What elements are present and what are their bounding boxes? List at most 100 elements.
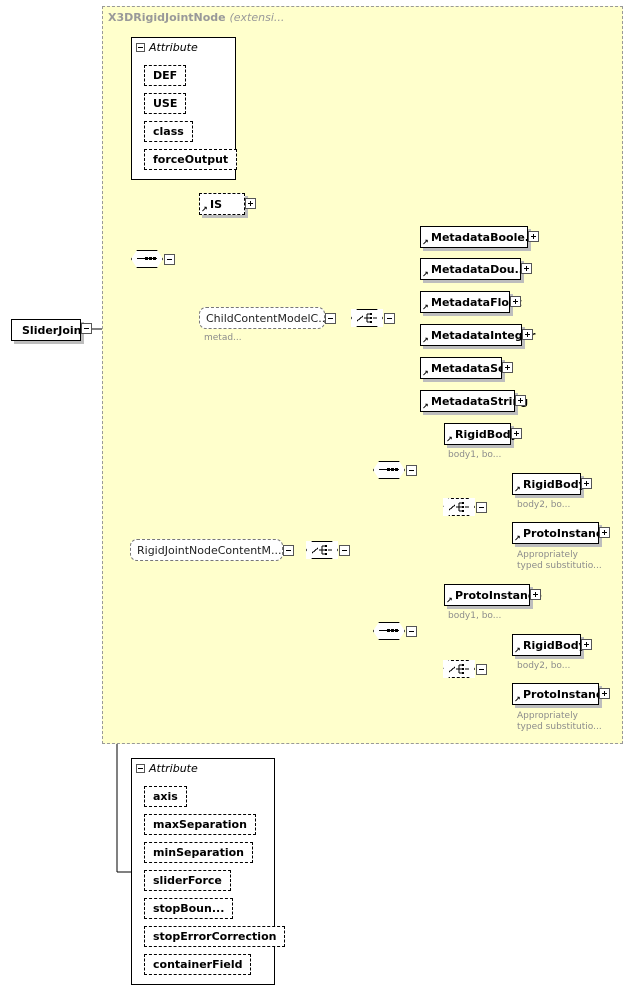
choice-compositor-icon[interactable] <box>351 309 383 327</box>
expand-icon[interactable] <box>599 688 610 699</box>
attribute-group-1-title: Attribute <box>149 41 198 54</box>
extension-suffix: (extensi... <box>229 11 285 24</box>
element-rigid-body-body2[interactable]: ↗RigidBody <box>512 473 586 495</box>
metadata-double-label: MetadataDou... <box>431 263 528 276</box>
branch-a-first-annotation: body1, bo... <box>448 450 502 460</box>
attribute-axis-label: axis <box>153 790 178 803</box>
collapse-icon[interactable] <box>81 323 92 334</box>
sequence-compositor-icon[interactable] <box>373 461 405 479</box>
expand-icon[interactable] <box>581 639 592 650</box>
expand-icon[interactable] <box>528 231 539 242</box>
group-child-content-model[interactable]: ChildContentModelC... <box>199 307 329 329</box>
sequence-compositor-icon[interactable] <box>373 622 405 640</box>
reference-arrow-icon: ↗ <box>422 402 429 411</box>
collapse-icon[interactable] <box>325 313 336 324</box>
expand-icon[interactable] <box>522 329 533 340</box>
attribute-use[interactable]: USE <box>144 93 187 114</box>
element-rigid-body-body1[interactable]: ↗RigidBody <box>444 423 518 445</box>
element-proto-instance-body1[interactable]: ↗ProtoInstance <box>444 584 542 606</box>
branch-b-first-annotation: body1, bo... <box>448 611 502 621</box>
branch-a-rigid-annotation: body2, bo... <box>517 500 571 510</box>
collapse-icon[interactable] <box>406 626 417 637</box>
branch-b-rigid-annotation: body2, bo... <box>517 661 571 671</box>
element-metadata-string[interactable]: ↗MetadataString <box>420 390 528 412</box>
element-metadata-set[interactable]: ↗MetadataSet <box>420 357 511 379</box>
attribute-class[interactable]: class <box>144 121 193 142</box>
expand-icon[interactable] <box>581 478 592 489</box>
branch-a-proto-annotation-1: Appropriately <box>517 550 578 560</box>
reference-arrow-icon: ↗ <box>422 238 429 247</box>
expand-icon[interactable] <box>510 296 521 307</box>
choice-compositor-icon[interactable] <box>443 498 475 516</box>
expand-icon[interactable] <box>245 198 256 209</box>
collapse-icon[interactable] <box>283 545 294 556</box>
reference-arrow-icon: ↗ <box>514 695 521 704</box>
branch-a-first-label: RigidBody <box>455 428 518 441</box>
expand-icon[interactable] <box>530 589 541 600</box>
sequence-compositor-icon[interactable] <box>131 250 163 268</box>
attribute-slider-force[interactable]: sliderForce <box>144 870 231 891</box>
collapse-icon[interactable] <box>406 465 417 476</box>
rigid-content-label: RigidJointNodeContentM... <box>137 544 282 557</box>
attribute-class-label: class <box>153 125 184 138</box>
reference-arrow-icon: ↗ <box>422 369 429 378</box>
reference-arrow-icon: ↗ <box>514 485 521 494</box>
collapse-icon[interactable] <box>164 254 175 265</box>
attribute-min-separation[interactable]: minSeparation <box>144 842 254 863</box>
attribute-stop-bounce[interactable]: stopBoun... <box>144 898 234 919</box>
collapse-icon[interactable] <box>384 313 395 324</box>
branch-b-proto-annotation-1: Appropriately <box>517 711 578 721</box>
choice-compositor-icon[interactable] <box>443 660 475 678</box>
attribute-stop-bounce-label: stopBoun... <box>153 902 225 915</box>
attribute-slider-force-label: sliderForce <box>153 874 222 887</box>
collapse-icon[interactable] <box>339 545 350 556</box>
reference-arrow-icon: ↗ <box>201 205 208 214</box>
collapse-icon[interactable] <box>476 502 487 513</box>
attribute-max-separation[interactable]: maxSeparation <box>144 814 256 835</box>
element-is-label: IS <box>210 198 223 211</box>
element-metadata-float[interactable]: ↗MetadataFloat <box>420 291 522 313</box>
expand-icon[interactable] <box>515 395 526 406</box>
attribute-stop-error-correction-label: stopErrorCorrection <box>153 930 277 943</box>
attribute-group-2-header[interactable]: Attribute <box>136 762 198 775</box>
reference-arrow-icon: ↗ <box>422 303 429 312</box>
element-rigid-body-body2[interactable]: ↗RigidBody <box>512 634 586 656</box>
element-metadata-double[interactable]: ↗MetadataDou... <box>420 258 527 280</box>
child-content-label: ChildContentModelC... <box>206 312 329 325</box>
attribute-group-1: Attribute DEF USE class forceOutput <box>131 37 238 180</box>
attribute-def[interactable]: DEF <box>144 65 187 86</box>
collapse-icon[interactable] <box>136 43 145 52</box>
choice-compositor-icon[interactable] <box>306 541 338 559</box>
expand-icon[interactable] <box>521 263 532 274</box>
group-rigid-joint-node-content-model[interactable]: RigidJointNodeContentM... <box>130 539 283 561</box>
attribute-group-1-header[interactable]: Attribute <box>136 41 198 54</box>
element-metadata-boolean[interactable]: ↗MetadataBoole... <box>420 226 537 248</box>
attribute-container-field[interactable]: containerField <box>144 954 252 975</box>
attribute-use-label: USE <box>153 97 178 110</box>
expand-icon[interactable] <box>511 428 522 439</box>
element-metadata-integer[interactable]: ↗MetadataInteger <box>420 324 535 346</box>
attribute-stop-error-correction[interactable]: stopErrorCorrection <box>144 926 286 947</box>
attribute-min-separation-label: minSeparation <box>153 846 245 859</box>
attribute-container-field-label: containerField <box>153 958 243 971</box>
branch-b-proto-annotation-2: typed substitutio... <box>517 722 602 732</box>
branch-a-proto-label: ProtoInstance <box>523 527 610 540</box>
metadata-string-label: MetadataString <box>431 395 529 408</box>
branch-b-first-label: ProtoInstance <box>455 589 542 602</box>
expand-icon[interactable] <box>599 527 610 538</box>
root-element-slider-joint[interactable]: SliderJoint <box>11 319 87 341</box>
extension-box: X3DRigidJointNode (extensi... <box>102 6 623 744</box>
attribute-max-separation-label: maxSeparation <box>153 818 247 831</box>
attribute-axis[interactable]: axis <box>144 786 187 807</box>
expand-icon[interactable] <box>502 362 513 373</box>
collapse-icon[interactable] <box>136 764 145 773</box>
attribute-def-label: DEF <box>153 69 178 82</box>
reference-arrow-icon: ↗ <box>514 534 521 543</box>
reference-arrow-icon: ↗ <box>446 435 453 444</box>
collapse-icon[interactable] <box>476 664 487 675</box>
attribute-force-output[interactable]: forceOutput <box>144 149 238 170</box>
metadata-boolean-label: MetadataBoole... <box>431 231 538 244</box>
element-proto-instance[interactable]: ↗ProtoInstance <box>512 522 610 544</box>
element-is[interactable]: ↗ IS <box>199 193 245 215</box>
element-proto-instance[interactable]: ↗ProtoInstance <box>512 683 610 705</box>
